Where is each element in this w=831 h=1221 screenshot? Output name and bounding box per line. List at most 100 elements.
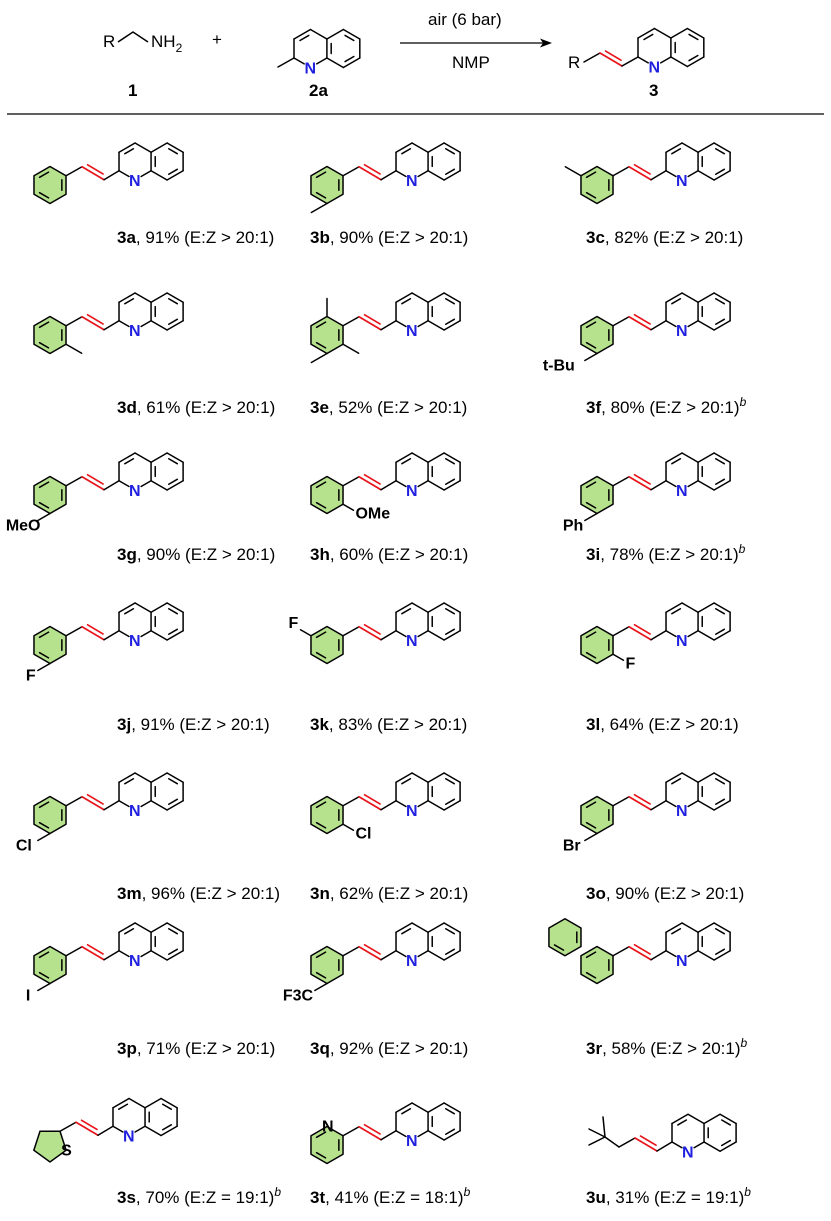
- aryl-vinyl-bond: [612, 626, 630, 637]
- footnote-mark: b: [464, 1185, 471, 1199]
- nitrogen-atom: N: [648, 60, 660, 77]
- quinoline-bond: [118, 142, 136, 153]
- compound-caption: 3c, 82% (E:Z > 20:1): [586, 228, 743, 247]
- substituent-bond: [65, 343, 83, 354]
- quinoline-bond: [118, 800, 130, 808]
- substituent-bond: [37, 982, 51, 992]
- methyl-bond: [602, 1116, 606, 1138]
- compound-id: 3c: [586, 228, 605, 247]
- quinoline-bond: [427, 772, 445, 783]
- vinyl-quinoline-bond: [380, 170, 397, 181]
- quinoline-bond: [166, 292, 184, 303]
- quinoline-bond: [665, 480, 677, 488]
- quinoline-bond: [417, 800, 429, 808]
- vinyl-quinoline-bond: [650, 950, 667, 961]
- quinoline-bond: [713, 772, 731, 783]
- vinyl-double-bond: [633, 163, 651, 175]
- quinoline-bond: [687, 170, 699, 178]
- compound-caption: 3h, 60% (E:Z > 20:1): [310, 545, 468, 564]
- quinoline-bond: [411, 922, 429, 933]
- compound-structure: PhN: [563, 452, 731, 535]
- ring-double-bond: [444, 928, 456, 935]
- quinoline-bond: [686, 27, 705, 39]
- quinoline-bond: [395, 950, 407, 958]
- nitrogen-atom: N: [129, 483, 141, 500]
- ring-double-bond: [714, 148, 726, 155]
- nitrogen-atom: N: [406, 173, 418, 190]
- nitrogen-atom: N: [129, 953, 141, 970]
- substituent-label: F3C: [283, 988, 314, 1005]
- compound-caption: 3k, 83% (E:Z > 20:1): [310, 715, 467, 734]
- compound-id: 3u: [586, 1188, 606, 1207]
- ring-double-bond: [714, 798, 726, 805]
- quinoline-bond: [166, 320, 184, 331]
- quinoline-bond: [687, 1113, 705, 1125]
- quinoline-bond: [150, 142, 168, 153]
- methyl-bond: [588, 1136, 606, 1146]
- compound-yield: , 83% (E:Z > 20:1): [329, 715, 467, 734]
- compound-id: 3f: [586, 398, 601, 417]
- ring-double-bond: [167, 798, 179, 805]
- ring-double-bond: [444, 458, 456, 465]
- vinyl-double-bond: [86, 943, 104, 955]
- quinoline-bond: [713, 630, 731, 641]
- vinyl-double-bond: [633, 943, 651, 955]
- ring-double-bond: [714, 298, 726, 305]
- quinoline-bond: [713, 170, 731, 181]
- aryl-vinyl-bond: [65, 796, 83, 807]
- compound-structure: NN: [310, 1102, 461, 1165]
- nitrogen-atom: N: [676, 953, 688, 970]
- ring-double-bond: [585, 651, 597, 659]
- substituent-bond: [310, 352, 328, 364]
- quinoline-bond: [427, 922, 445, 933]
- nitrogen-atom: N: [129, 323, 141, 340]
- substituent-label: Br: [563, 838, 581, 855]
- vinyl-quinoline-bond: [380, 1130, 397, 1141]
- quinoline-bond: [395, 320, 407, 328]
- aryl-vinyl-bond: [342, 476, 360, 487]
- aryl-vinyl-bond: [65, 166, 83, 177]
- vinyl-quinoline-bond: [97, 1125, 114, 1136]
- ring-double-bond: [444, 478, 456, 485]
- ring-double-bond: [315, 321, 327, 329]
- substituent-bond: [564, 166, 582, 177]
- compound-yield: , 80% (E:Z > 20:1): [601, 398, 739, 417]
- ring-double-bond: [167, 298, 179, 305]
- substituent-bond: [314, 982, 328, 992]
- quinoline-ring: N: [118, 772, 184, 820]
- vinyl-double-bond: [633, 793, 651, 805]
- vinyl-quinoline-bond: [650, 800, 667, 811]
- quinoline-bond: [112, 1125, 124, 1133]
- aryl-vinyl-bond: [612, 946, 630, 957]
- quinoline-bond: [719, 1113, 737, 1125]
- ring-double-bond: [38, 631, 50, 639]
- compound-caption: 3e, 52% (E:Z > 20:1): [310, 398, 467, 417]
- quinoline-bond: [687, 480, 699, 488]
- vinyl-quinoline-bond: [380, 320, 397, 331]
- quinoline-bond: [665, 170, 677, 178]
- compound-caption: 3f, 80% (E:Z > 20:1)b: [586, 395, 747, 417]
- nitrogen-atom: N: [129, 173, 141, 190]
- vinyl-double-bond: [358, 625, 382, 641]
- nitrogen-atom: N: [676, 633, 688, 650]
- quinoline-bond: [713, 602, 731, 613]
- quinoline-bond: [144, 1097, 162, 1109]
- quinoline-bond: [395, 1130, 407, 1138]
- ring-double-bond: [299, 34, 310, 42]
- ring-double-bond: [714, 778, 726, 785]
- compound-yield: , 58% (E:Z > 20:1): [602, 1039, 740, 1058]
- ring-double-bond: [688, 54, 699, 62]
- quinoline-bond: [665, 320, 677, 328]
- quinoline-bond: [443, 292, 461, 303]
- quinoline-bond: [150, 630, 168, 641]
- vinyl-linker: [75, 1119, 99, 1137]
- quinoline-bond: [395, 480, 407, 488]
- r-vinyl-bond: [583, 52, 601, 63]
- ring-double-bond: [585, 171, 597, 179]
- compound-structure: N: [310, 142, 461, 214]
- substituent-bond: [342, 823, 355, 831]
- compound-id: 3p: [117, 1039, 137, 1058]
- substituent-label: Cl: [355, 825, 371, 842]
